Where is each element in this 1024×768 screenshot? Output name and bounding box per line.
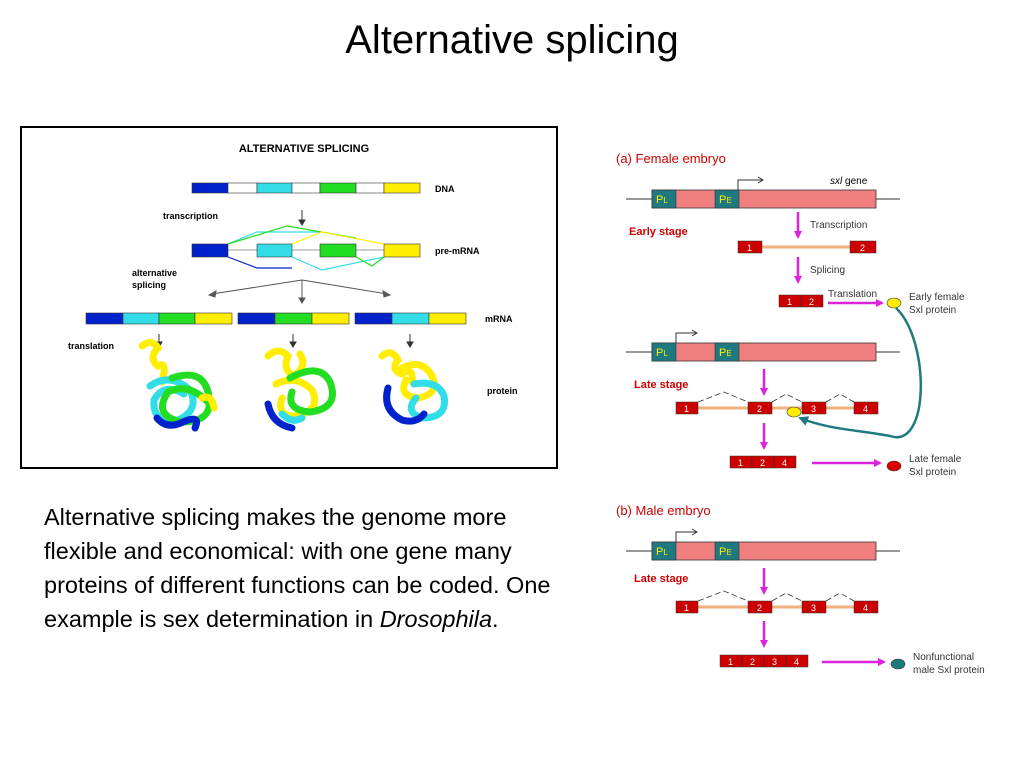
pl-label-1: PL	[656, 194, 668, 206]
premrna-bar	[191, 243, 421, 258]
male-exon-2: 2	[757, 603, 762, 613]
late-stage-label-female: Late stage	[634, 379, 688, 391]
alternative-splicing-diagram: ALTERNATIVE SPLICING DNA transcription	[68, 143, 518, 432]
protein-label: protein	[487, 386, 518, 396]
mrna-bar-2	[237, 312, 350, 325]
late-mrna-exon-2: 2	[760, 458, 765, 468]
alternative-splicing-figure: ALTERNATIVE SPLICING DNA transcription	[20, 126, 558, 469]
late-exon-1: 1	[684, 404, 689, 414]
body-text-main: Alternative splicing makes the genome mo…	[44, 504, 551, 632]
early-stage-label: Early stage	[629, 226, 688, 238]
body-text-italic: Drosophila	[379, 606, 493, 632]
late-female-protein-dot	[886, 460, 902, 472]
early-female-protein-dot	[886, 297, 902, 309]
dna-label: DNA	[435, 184, 455, 194]
male-mrna-exon-4: 4	[794, 657, 799, 667]
male-exon-4: 4	[863, 603, 868, 613]
translation-arrows	[155, 334, 414, 348]
gene-bar-male: PL PE	[626, 528, 900, 561]
protein-2	[264, 347, 336, 432]
protein-3	[378, 349, 449, 425]
male-embryo-title: (b) Male embryo	[616, 503, 711, 518]
body-text-end: .	[492, 606, 499, 632]
splice-connectors	[227, 225, 385, 271]
nonfunctional-protein-dot	[890, 658, 906, 670]
left-figure-title: ALTERNATIVE SPLICING	[239, 143, 369, 155]
nonfunctional-label-1: Nonfunctional	[913, 652, 974, 663]
alt-splicing-label-1: alternative	[132, 268, 177, 278]
translation-label: translation	[68, 341, 114, 351]
mrna-exon-1: 1	[787, 297, 792, 307]
sxl-splicing-figure: (a) Female embryo sxl gene PL PE Early s…	[600, 140, 1020, 700]
exon-1-label: 1	[747, 243, 752, 253]
nonfunctional-label-2: male Sxl protein	[913, 665, 985, 676]
transcription-arrow	[298, 210, 306, 226]
male-exon-3: 3	[811, 603, 816, 613]
sxl-splicing-diagram: (a) Female embryo sxl gene PL PE Early s…	[616, 151, 985, 676]
late-stage-label-male: Late stage	[634, 573, 688, 585]
pl-label-3: PL	[656, 546, 668, 558]
gene-bar-late-female: PL PE	[626, 329, 900, 362]
bound-sxl-protein-dot	[786, 406, 802, 418]
mrna-male: 1 2 3 4	[719, 654, 809, 668]
pre-mrna-late-female: 1 2 3 4	[675, 391, 879, 418]
splicing-arrows	[207, 279, 392, 304]
protein-1	[138, 339, 218, 432]
alt-splicing-label-2: splicing	[132, 280, 166, 290]
feedback-arrow-icon	[798, 307, 923, 439]
dna-bar	[191, 182, 421, 194]
transcription-label: transcription	[163, 211, 218, 221]
pre-mrna-early: 1 2	[737, 240, 877, 254]
mrna-early: 1 2	[778, 294, 824, 308]
body-paragraph: Alternative splicing makes the genome mo…	[44, 500, 574, 636]
translation-label: Translation	[828, 289, 877, 300]
early-female-label-2: Sxl protein	[909, 305, 956, 316]
pe-label-3: PE	[719, 546, 732, 558]
pre-mrna-male: 1 2 3 4	[675, 590, 879, 614]
late-female-label-2: Sxl protein	[909, 467, 956, 478]
mrna-bar-1	[85, 312, 233, 325]
transcription-label: Transcription	[810, 220, 867, 231]
pe-label-2: PE	[719, 347, 732, 359]
late-mrna-exon-4: 4	[782, 458, 787, 468]
mrna-label: mRNA	[485, 314, 513, 324]
splicing-label: Splicing	[810, 265, 845, 276]
exon-2-label: 2	[860, 243, 865, 253]
male-mrna-exon-3: 3	[772, 657, 777, 667]
sxl-gene-label: sxl gene	[830, 176, 868, 187]
premrna-label: pre-mRNA	[435, 246, 480, 256]
late-exon-3: 3	[811, 404, 816, 414]
mrna-exon-2: 2	[809, 297, 814, 307]
male-mrna-exon-1: 1	[728, 657, 733, 667]
mrna-late-female: 1 2 4	[729, 455, 797, 469]
late-exon-2: 2	[757, 404, 762, 414]
page-title: Alternative splicing	[345, 18, 679, 62]
pl-label-2: PL	[656, 347, 668, 359]
late-exon-4: 4	[863, 404, 868, 414]
female-embryo-title: (a) Female embryo	[616, 151, 726, 166]
male-mrna-exon-2: 2	[750, 657, 755, 667]
early-female-label-1: Early female	[909, 292, 965, 303]
gene-bar-early: PL PE	[626, 176, 900, 209]
pe-label-1: PE	[719, 194, 732, 206]
male-exon-1: 1	[684, 603, 689, 613]
mrna-bar-3	[354, 312, 467, 325]
late-mrna-exon-1: 1	[738, 458, 743, 468]
late-female-label-1: Late female	[909, 454, 962, 465]
